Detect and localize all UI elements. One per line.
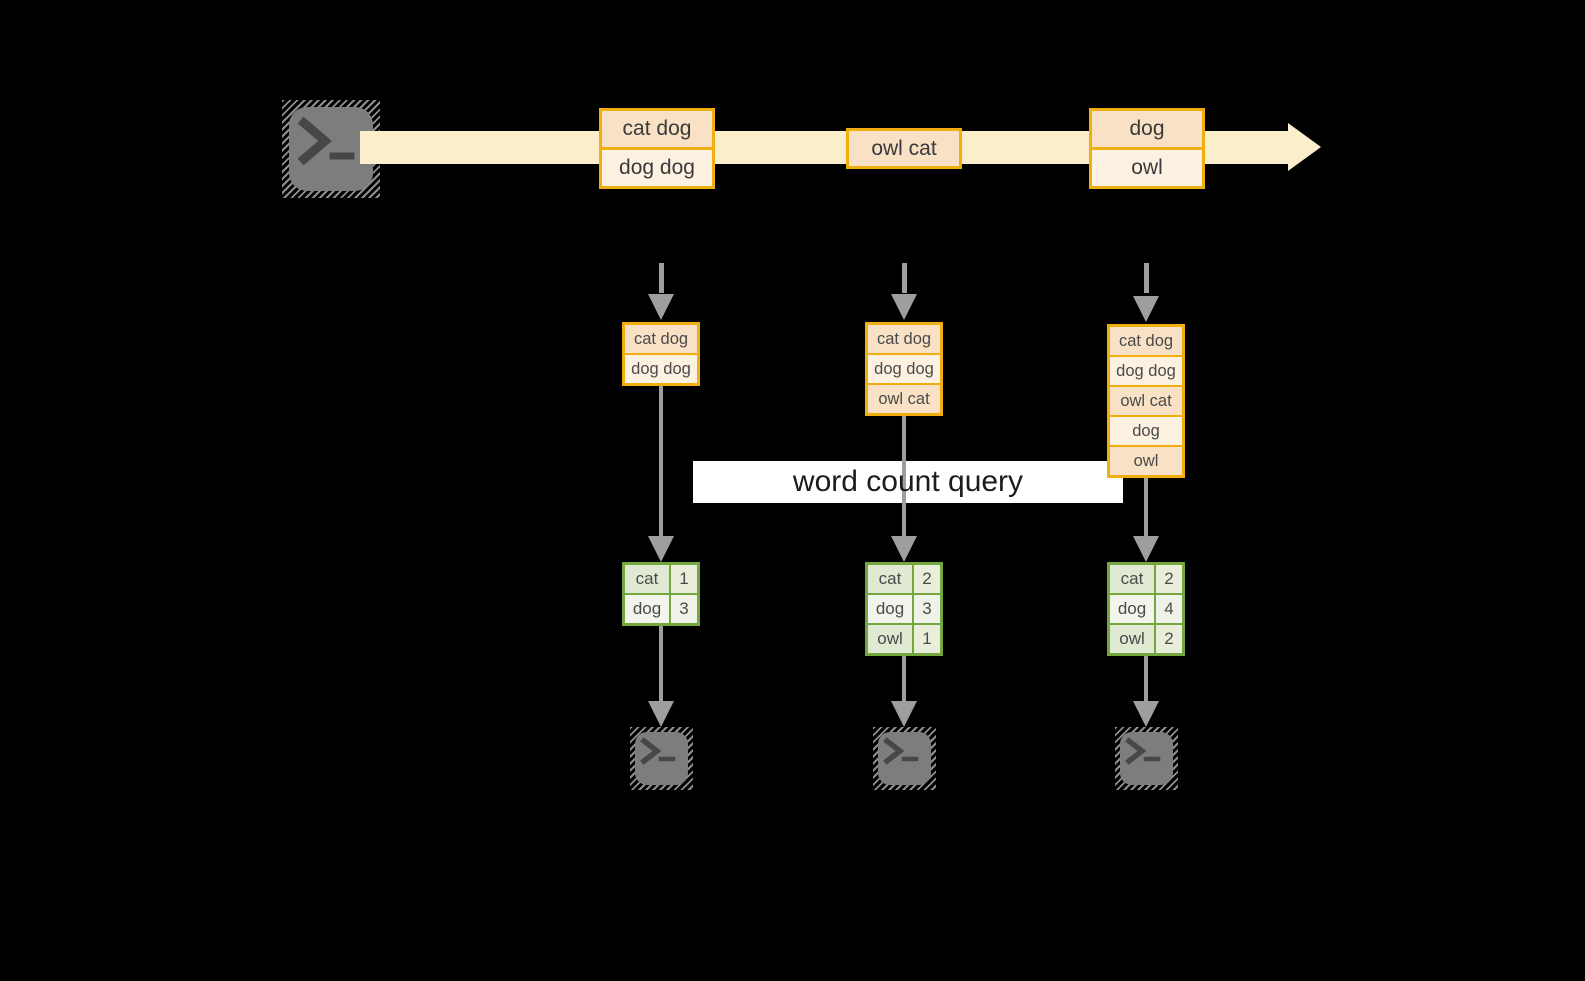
prompt-glyph-icon [297, 116, 355, 166]
count-table-1: cat 1 dog 3 [622, 562, 700, 626]
state-cell: owl cat [1110, 387, 1182, 415]
terminal-screen [635, 732, 688, 785]
terminal-output-icon [1115, 727, 1178, 790]
output-arrow-line [1144, 656, 1148, 703]
output-arrowhead-icon [891, 701, 917, 727]
stream-event-cell: owl [1092, 150, 1202, 186]
count-cell: 2 [914, 565, 940, 593]
stream-event-cell: owl cat [849, 131, 959, 166]
state-cell: owl [1110, 447, 1182, 475]
prompt-glyph-icon [640, 737, 676, 765]
count-cell: 2 [1156, 625, 1182, 653]
count-table-3: cat 2 dog 4 owl 2 [1107, 562, 1185, 656]
count-table-2: cat 2 dog 3 owl 1 [865, 562, 943, 656]
word-cell: dog [625, 595, 669, 623]
state-buffer-2: cat dog dog dog owl cat [865, 322, 943, 416]
word-cell: dog [868, 595, 912, 623]
stream-arrowhead-icon [1288, 123, 1321, 171]
prompt-glyph-icon [883, 737, 919, 765]
ingest-arrow-dash [659, 263, 664, 293]
output-arrow-line [902, 656, 906, 703]
output-arrowhead-icon [648, 701, 674, 727]
count-cell: 3 [914, 595, 940, 623]
state-buffer-3: cat dog dog dog owl cat dog owl [1107, 324, 1185, 478]
stream-event-1: cat dog dog dog [599, 108, 715, 189]
state-buffer-1: cat dog dog dog [622, 322, 700, 386]
query-arrow-line [902, 416, 906, 538]
query-arrowhead-icon [648, 536, 674, 562]
query-band [693, 461, 1123, 503]
state-cell: dog dog [868, 355, 940, 383]
word-cell: cat [1110, 565, 1154, 593]
output-arrow-line [659, 626, 663, 703]
ingest-arrow-dash [902, 263, 907, 293]
output-arrowhead-icon [1133, 701, 1159, 727]
count-cell: 1 [914, 625, 940, 653]
state-cell: owl cat [868, 385, 940, 413]
terminal-screen [289, 107, 373, 191]
word-cell: owl [1110, 625, 1154, 653]
count-cell: 4 [1156, 595, 1182, 623]
ingest-arrowhead-icon [648, 294, 674, 320]
query-arrow-line [1144, 478, 1148, 538]
count-cell: 3 [671, 595, 697, 623]
terminal-output-icon [630, 727, 693, 790]
word-cell: cat [625, 565, 669, 593]
word-cell: cat [868, 565, 912, 593]
terminal-screen [878, 732, 931, 785]
stream-event-cell: cat dog [602, 111, 712, 147]
count-cell: 1 [671, 565, 697, 593]
state-cell: cat dog [1110, 327, 1182, 355]
state-cell: cat dog [625, 325, 697, 353]
stream-event-cell: dog [1092, 111, 1202, 147]
ingest-arrowhead-icon [1133, 296, 1159, 322]
state-cell: cat dog [868, 325, 940, 353]
query-arrow-line [659, 386, 663, 538]
state-cell: dog dog [625, 355, 697, 383]
word-cell: owl [868, 625, 912, 653]
state-cell: dog dog [1110, 357, 1182, 385]
terminal-screen [1120, 732, 1173, 785]
state-cell: dog [1110, 417, 1182, 445]
count-cell: 2 [1156, 565, 1182, 593]
stream-event-2: owl cat [846, 128, 962, 169]
query-arrowhead-icon [891, 536, 917, 562]
query-label: word count query [792, 465, 1024, 498]
stream-event-cell: dog dog [602, 150, 712, 186]
query-arrowhead-icon [1133, 536, 1159, 562]
word-cell: dog [1110, 595, 1154, 623]
stream-event-3: dog owl [1089, 108, 1205, 189]
terminal-output-icon [873, 727, 936, 790]
prompt-glyph-icon [1125, 737, 1161, 765]
ingest-arrowhead-icon [891, 294, 917, 320]
ingest-arrow-dash [1144, 263, 1149, 293]
